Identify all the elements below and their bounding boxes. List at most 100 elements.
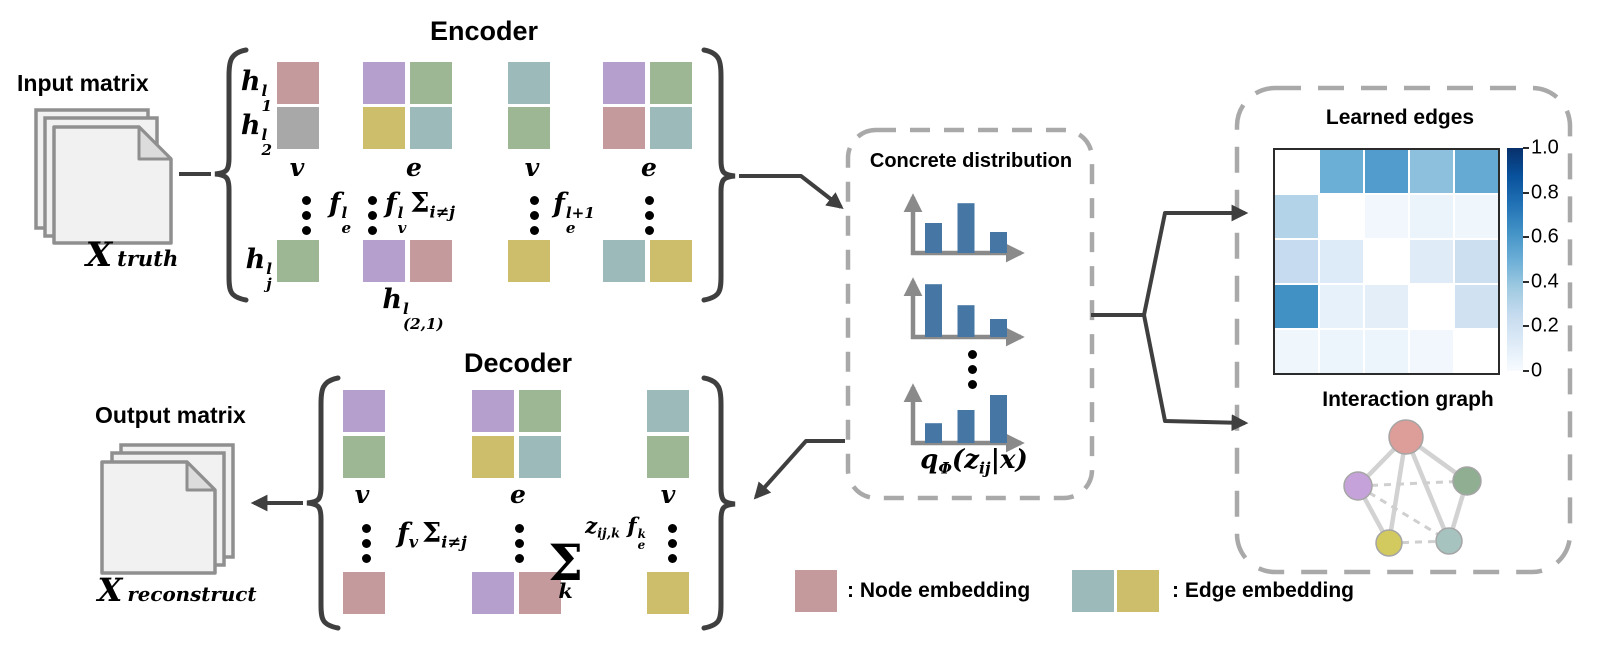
dot	[530, 196, 539, 205]
encoder-flow-label: v	[289, 153, 305, 182]
dot	[515, 539, 524, 548]
decoder-embedding-square	[343, 390, 385, 432]
encoder-title: Encoder	[429, 16, 539, 46]
concrete-bar-chart	[903, 193, 1025, 263]
interaction-graph	[1343, 419, 1482, 557]
encoder-right-brace	[701, 47, 736, 303]
encoder-left-brace	[214, 47, 249, 303]
colorbar-tick-mark	[1523, 280, 1529, 283]
colorbar-tick-mark	[1523, 147, 1529, 149]
dot	[368, 226, 377, 235]
heatmap-cell	[1275, 285, 1318, 328]
dot	[668, 539, 677, 548]
decoder-embedding-square	[343, 436, 385, 478]
output-matrix-icon	[100, 443, 235, 575]
colorbar-gradient	[1507, 148, 1523, 371]
decoder-embedding-square	[519, 436, 561, 478]
encoder-embedding-square	[277, 240, 319, 282]
dot	[645, 196, 654, 205]
output-matrix-title: Output matrix	[95, 402, 246, 428]
edge-embedding-label: : Edge embedding	[1172, 579, 1355, 602]
heatmap-cell	[1320, 330, 1363, 373]
edge-embedding-swatch-1	[1072, 570, 1114, 612]
encoder-embedding-square	[410, 240, 452, 282]
heatmap-cell	[1455, 285, 1498, 328]
heatmap-cell	[1410, 150, 1453, 193]
decoder-embedding-square	[647, 436, 689, 478]
encoder-embedding-square	[650, 107, 692, 149]
encoder-embedding-square	[603, 240, 645, 282]
heatmap-cell	[1410, 195, 1453, 238]
graph-node-pink	[1388, 419, 1424, 455]
dot	[968, 380, 977, 389]
heatmap-cell	[1365, 330, 1408, 373]
decoder-flow-label: v	[354, 480, 370, 509]
concrete-distribution-title: Concrete distribution	[869, 150, 1073, 172]
graph-node-yellow	[1375, 529, 1403, 557]
heatmap-cell	[1320, 195, 1363, 238]
vertical-ellipsis-icon	[362, 524, 371, 563]
graph-node-green	[1452, 466, 1482, 496]
colorbar-tick-label: 0.4	[1531, 270, 1559, 293]
encoder-flow-label: v	[524, 153, 540, 182]
branch-to-graph-arrow	[1142, 314, 1249, 432]
chart-bar	[957, 305, 975, 337]
dot	[368, 211, 377, 220]
chart-bar	[925, 284, 942, 337]
heatmap-cell	[1410, 330, 1453, 373]
dot	[362, 539, 371, 548]
dot	[302, 226, 311, 235]
heatmap-cell	[1275, 150, 1318, 193]
heatmap-cell	[1320, 240, 1363, 283]
encoder-embedding-square	[363, 62, 405, 104]
branch-to-heatmap-arrow	[1142, 204, 1249, 316]
decoder-embedding-square	[647, 572, 689, 614]
heatmap-cell	[1455, 240, 1498, 283]
decoder-embedding-square	[472, 572, 514, 614]
colorbar-tick-label: 1.0	[1531, 136, 1559, 159]
colorbar-tick-mark	[1523, 325, 1529, 328]
vertical-ellipsis-icon	[645, 196, 654, 235]
encoder-embedding-square	[363, 107, 405, 149]
encoder-embedding-square	[277, 62, 319, 104]
decoder-embedding-square	[647, 390, 689, 432]
dot	[515, 554, 524, 563]
decoder-flow-label: e	[510, 480, 526, 509]
learned-edges-heatmap	[1273, 148, 1500, 375]
vertical-ellipsis-icon	[668, 524, 677, 563]
posterior-formula: qΦ(zij|x)	[920, 445, 1028, 478]
heatmap-cell	[1365, 195, 1408, 238]
chart-bar	[957, 410, 975, 443]
chart-bar	[990, 232, 1007, 253]
chart-bar	[925, 223, 942, 253]
dot	[968, 365, 977, 374]
concrete-bar-chart	[903, 277, 1025, 347]
encoder-embedding-square	[363, 240, 405, 282]
encoder-embedding-square	[277, 107, 319, 149]
decoder-flow-label: v	[660, 480, 676, 509]
dot	[362, 524, 371, 533]
dot	[530, 211, 539, 220]
graph-edge-solid	[1403, 436, 1452, 542]
learned-edges-title: Learned edges	[1325, 106, 1475, 129]
input-matrix-title: Input matrix	[17, 70, 149, 96]
vertical-ellipsis-icon	[515, 524, 524, 563]
node-embedding-label: : Node embedding	[847, 579, 1031, 602]
decoder-embedding-square	[472, 390, 514, 432]
colorbar-tick-mark	[1523, 236, 1529, 239]
graph-edge-dashed	[1388, 539, 1450, 545]
decoder-embedding-square	[343, 572, 385, 614]
dot	[515, 524, 524, 533]
chart-bar	[990, 319, 1007, 337]
heatmap-cell	[1275, 330, 1318, 373]
concrete-to-decoder-arrow	[753, 439, 845, 500]
decoder-left-brace	[306, 375, 341, 631]
chart-bar	[990, 395, 1007, 443]
